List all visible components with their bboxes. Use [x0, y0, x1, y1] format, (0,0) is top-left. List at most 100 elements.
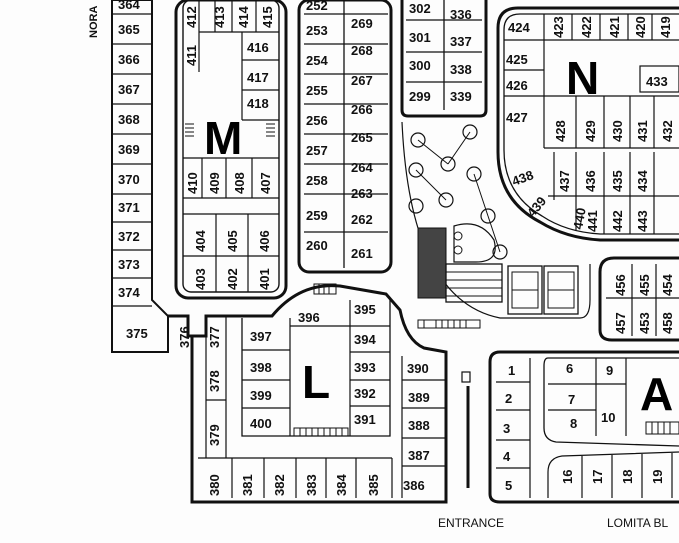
- lot-426[interactable]: 426: [506, 78, 528, 93]
- lot-402[interactable]: 402: [225, 268, 240, 290]
- lot-a-19[interactable]: 19: [650, 470, 665, 484]
- lot-433[interactable]: 433: [646, 74, 668, 89]
- lot-429[interactable]: 429: [583, 120, 598, 142]
- lot-252[interactable]: 252: [306, 0, 328, 13]
- lot-253[interactable]: 253: [306, 23, 328, 38]
- lot-366[interactable]: 366: [118, 52, 140, 67]
- lot-265[interactable]: 265: [351, 130, 373, 145]
- lot-266[interactable]: 266: [351, 102, 373, 117]
- lot-409[interactable]: 409: [207, 172, 222, 194]
- lot-401[interactable]: 401: [257, 268, 272, 290]
- lot-a-3[interactable]: 3: [503, 421, 510, 436]
- lot-255[interactable]: 255: [306, 83, 328, 98]
- lot-301[interactable]: 301: [409, 30, 431, 45]
- lot-419[interactable]: 419: [658, 16, 673, 38]
- lot-370[interactable]: 370: [118, 172, 140, 187]
- lot-336[interactable]: 336: [450, 7, 472, 22]
- lot-364[interactable]: 364: [118, 0, 140, 12]
- lot-408[interactable]: 408: [232, 172, 247, 194]
- lot-440[interactable]: 440: [570, 207, 589, 231]
- lot-374[interactable]: 374: [118, 285, 140, 300]
- lot-a-2[interactable]: 2: [505, 391, 512, 406]
- lot-a-4[interactable]: 4: [503, 449, 511, 464]
- lot-367[interactable]: 367: [118, 82, 140, 97]
- lot-417[interactable]: 417: [247, 70, 269, 85]
- lot-268[interactable]: 268: [351, 43, 373, 58]
- lot-a-6[interactable]: 6: [566, 361, 573, 376]
- lot-453[interactable]: 453: [637, 312, 652, 334]
- lot-389[interactable]: 389: [408, 390, 430, 405]
- lot-396[interactable]: 396: [298, 310, 320, 325]
- lot-394[interactable]: 394: [354, 332, 376, 347]
- lot-416[interactable]: 416: [247, 40, 269, 55]
- lot-435[interactable]: 435: [610, 170, 625, 192]
- lot-431[interactable]: 431: [635, 120, 650, 142]
- lot-262[interactable]: 262: [351, 212, 373, 227]
- lot-378[interactable]: 378: [207, 370, 222, 392]
- lot-390[interactable]: 390: [407, 361, 429, 376]
- lot-385[interactable]: 385: [366, 474, 381, 496]
- lot-458[interactable]: 458: [660, 312, 675, 334]
- lot-411[interactable]: 411: [184, 45, 199, 66]
- lot-379[interactable]: 379: [207, 424, 222, 446]
- lot-392[interactable]: 392: [354, 386, 376, 401]
- lot-a-8[interactable]: 8: [570, 416, 577, 431]
- lot-436[interactable]: 436: [583, 170, 598, 192]
- lot-424[interactable]: 424: [508, 20, 530, 35]
- lot-264[interactable]: 264: [351, 160, 373, 175]
- lot-382[interactable]: 382: [272, 474, 287, 496]
- lot-a-5[interactable]: 5: [505, 478, 512, 493]
- lot-400[interactable]: 400: [250, 416, 272, 431]
- lot-399[interactable]: 399: [250, 388, 272, 403]
- lot-441[interactable]: 441: [585, 210, 600, 232]
- lot-380[interactable]: 380: [207, 474, 222, 496]
- lot-269[interactable]: 269: [351, 16, 373, 31]
- lot-454[interactable]: 454: [660, 274, 675, 296]
- lot-413[interactable]: 413: [212, 6, 227, 28]
- lot-430[interactable]: 430: [610, 120, 625, 142]
- lot-a-16[interactable]: 16: [560, 470, 575, 484]
- lot-438[interactable]: 438: [510, 167, 536, 189]
- lot-381[interactable]: 381: [240, 474, 255, 496]
- lot-376[interactable]: 376: [177, 326, 192, 348]
- lot-a-10[interactable]: 10: [601, 410, 615, 425]
- lot-a-9[interactable]: 9: [606, 363, 613, 378]
- lot-302[interactable]: 302: [409, 1, 431, 16]
- lot-384[interactable]: 384: [334, 474, 349, 496]
- lot-422[interactable]: 422: [579, 16, 594, 38]
- lot-369[interactable]: 369: [118, 142, 140, 157]
- lot-423[interactable]: 423: [551, 16, 566, 38]
- lot-a-17[interactable]: 17: [590, 470, 605, 484]
- lot-a-18[interactable]: 18: [620, 470, 635, 484]
- lot-377[interactable]: 377: [207, 326, 222, 348]
- lot-a-7[interactable]: 7: [568, 392, 575, 407]
- lot-365[interactable]: 365: [118, 22, 140, 37]
- lot-a-1[interactable]: 1: [508, 363, 515, 378]
- lot-267[interactable]: 267: [351, 73, 373, 88]
- lot-373[interactable]: 373: [118, 257, 140, 272]
- lot-259[interactable]: 259: [306, 208, 328, 223]
- lot-457[interactable]: 457: [613, 312, 628, 334]
- lot-256[interactable]: 256: [306, 113, 328, 128]
- lot-386[interactable]: 386: [403, 478, 425, 493]
- lot-254[interactable]: 254: [306, 53, 328, 68]
- lot-261[interactable]: 261: [351, 246, 373, 261]
- lot-414[interactable]: 414: [236, 6, 251, 28]
- lot-415[interactable]: 415: [260, 6, 275, 28]
- lot-407[interactable]: 407: [258, 172, 273, 194]
- lot-428[interactable]: 428: [553, 120, 568, 142]
- lot-403[interactable]: 403: [193, 268, 208, 290]
- lot-434[interactable]: 434: [635, 170, 650, 192]
- lot-393[interactable]: 393: [354, 360, 376, 375]
- lot-371[interactable]: 371: [118, 200, 140, 215]
- lot-421[interactable]: 421: [607, 16, 622, 38]
- lot-398[interactable]: 398: [250, 360, 272, 375]
- lot-405[interactable]: 405: [225, 230, 240, 252]
- lot-368[interactable]: 368: [118, 112, 140, 127]
- lot-455[interactable]: 455: [637, 274, 652, 296]
- lot-383[interactable]: 383: [304, 474, 319, 496]
- lot-395[interactable]: 395: [354, 302, 376, 317]
- lot-456[interactable]: 456: [613, 274, 628, 296]
- lot-443[interactable]: 443: [635, 210, 650, 232]
- lot-300[interactable]: 300: [409, 58, 431, 73]
